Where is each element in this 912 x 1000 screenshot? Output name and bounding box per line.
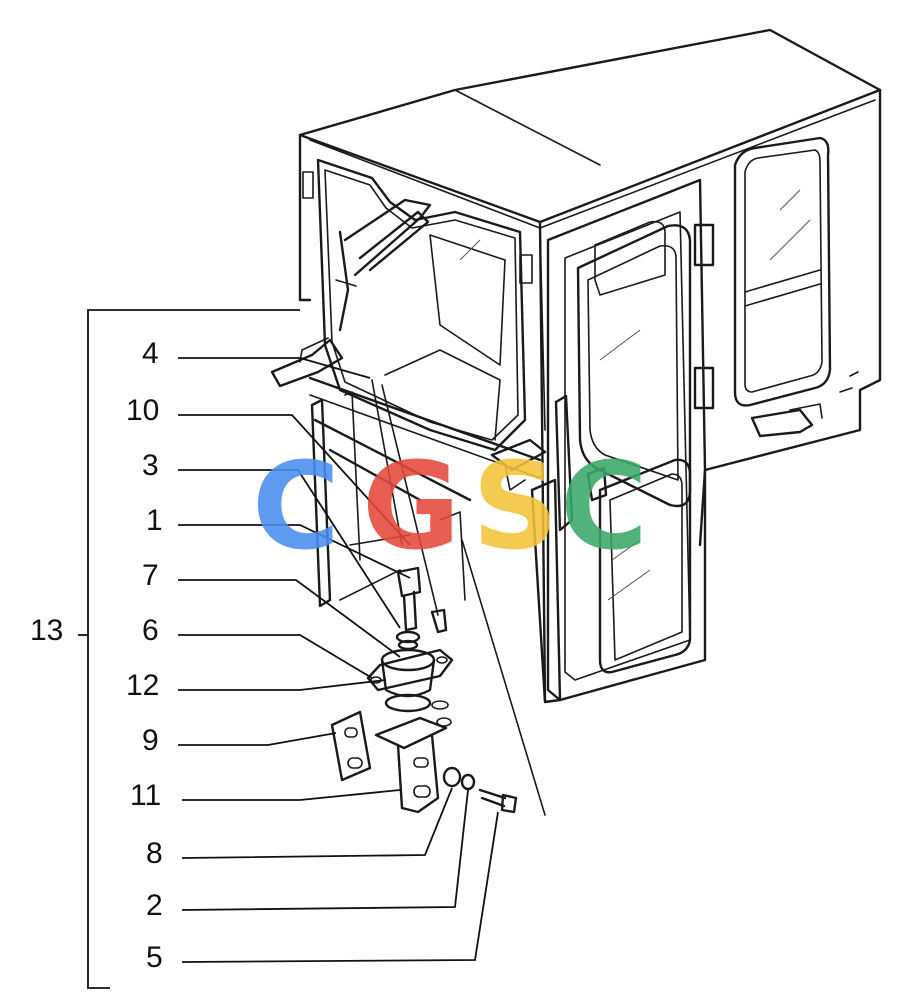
callout-3: 3 <box>142 449 159 482</box>
callout-2: 2 <box>146 889 163 922</box>
mount-assembly <box>270 337 547 816</box>
watermark-letter-4: C <box>560 438 648 577</box>
callout-1: 1 <box>146 504 163 537</box>
callout-13: 13 <box>30 614 63 647</box>
watermark-letter-2: G <box>362 438 461 577</box>
callout-5: 5 <box>146 941 163 974</box>
callout-8: 8 <box>146 837 163 870</box>
leader-lines <box>78 309 499 989</box>
callout-4: 4 <box>142 337 159 370</box>
cgsc-watermark: C G S C <box>252 438 648 577</box>
callout-9: 9 <box>142 724 159 757</box>
callout-labels: 4 10 3 1 7 6 12 9 11 8 2 5 13 <box>30 337 163 974</box>
callout-6: 6 <box>142 614 159 647</box>
callout-10: 10 <box>126 394 159 427</box>
callout-12: 12 <box>126 669 159 702</box>
callout-7: 7 <box>142 559 159 592</box>
callout-11: 11 <box>130 779 161 812</box>
watermark-letter-1: C <box>252 438 340 577</box>
cab-illustration <box>298 28 882 704</box>
watermark-letter-3: S <box>472 438 558 577</box>
